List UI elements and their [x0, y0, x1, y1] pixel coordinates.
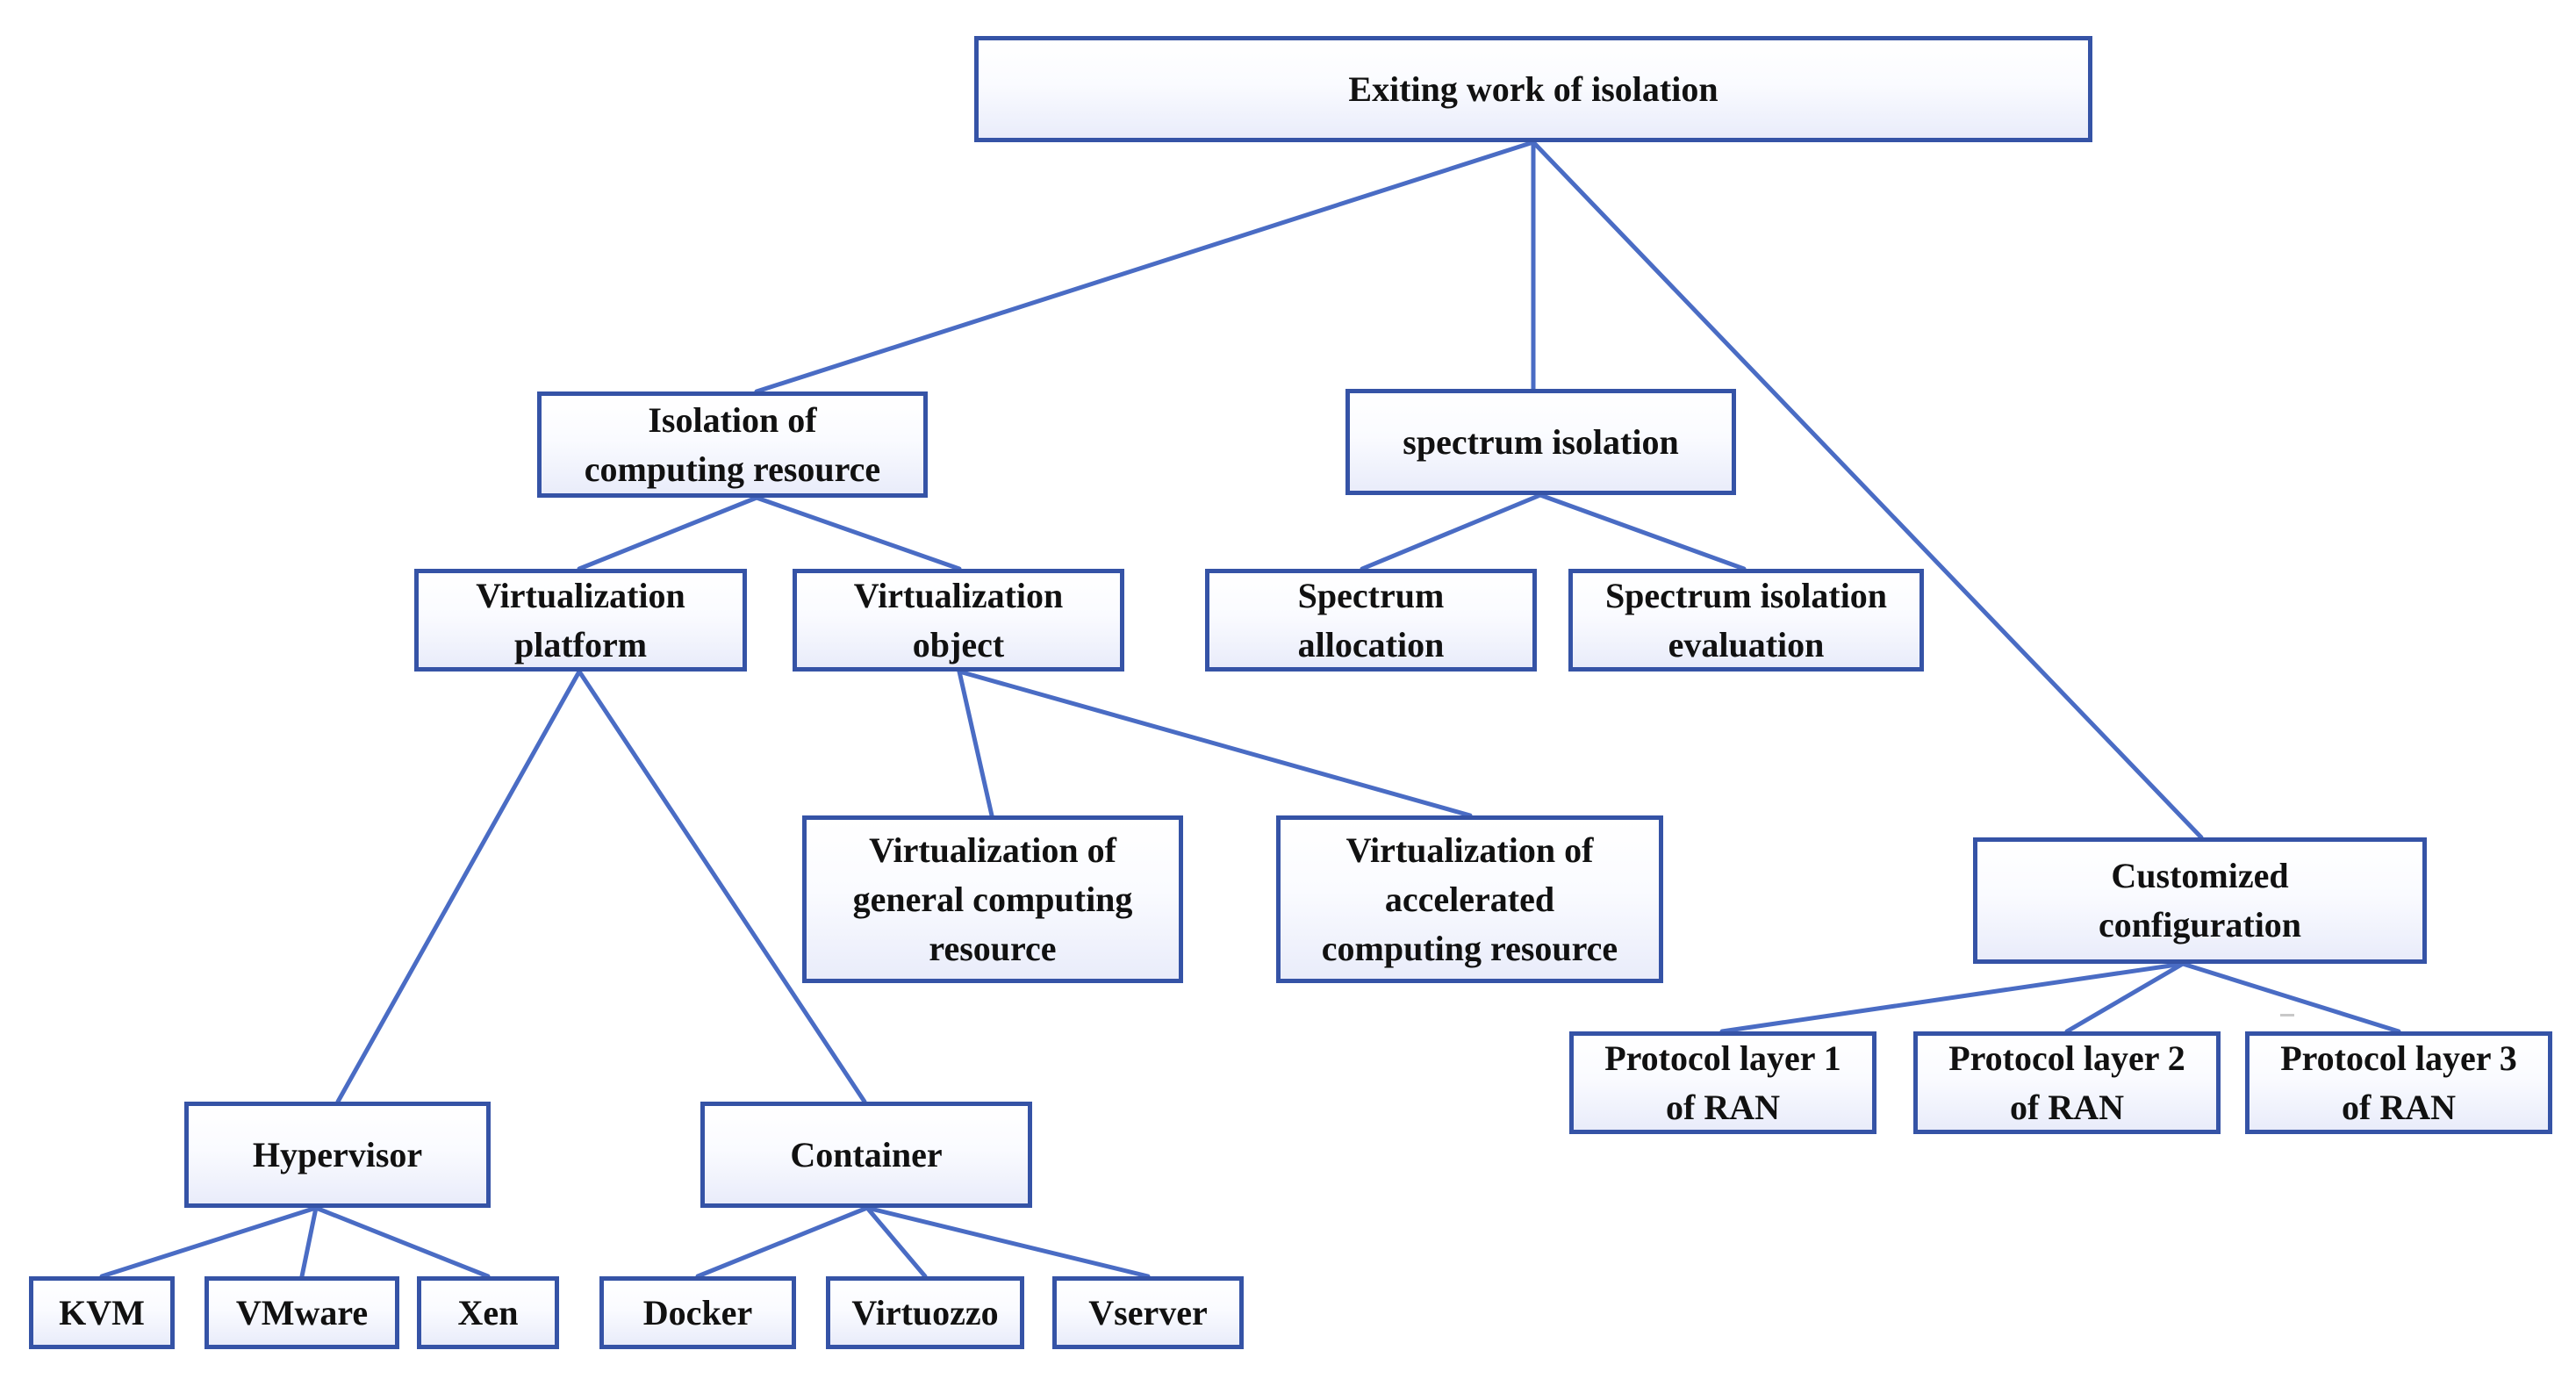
- edge-custom-layer2: [2064, 961, 2185, 1034]
- general-computing-label: Virtualization of general computing reso…: [852, 830, 1133, 968]
- hypervisor-node: Hypervisor: [184, 1102, 491, 1208]
- computing-resource-label: Isolation of computing resource: [584, 399, 881, 489]
- virtuozzo-label: Virtuozzo: [851, 1292, 999, 1332]
- spectrum-isolation-node: spectrum isolation: [1345, 389, 1736, 495]
- protocol-layer-2-label: Protocol layer 2 of RAN: [1948, 1038, 2185, 1127]
- spectrum-evaluation-node: Spectrum isolation evaluation: [1568, 569, 1924, 672]
- edge-platform-hypervisor: [335, 669, 582, 1104]
- stray-tick-mark: [2280, 1014, 2294, 1016]
- container-label: Container: [790, 1134, 943, 1174]
- protocol-layer-3-label: Protocol layer 3 of RAN: [2280, 1038, 2517, 1127]
- spectrum-allocation-node: Spectrum allocation: [1205, 569, 1537, 672]
- spectrum-isolation-label: spectrum isolation: [1403, 421, 1679, 462]
- virtualization-object-label: Virtualization object: [853, 575, 1064, 664]
- protocol-layer-2-node: Protocol layer 2 of RAN: [1913, 1031, 2221, 1134]
- kvm-node: KVM: [29, 1276, 175, 1349]
- edge-container-virtuozzo: [865, 1205, 928, 1279]
- edge-platform-container: [577, 669, 867, 1104]
- protocol-layer-1-label: Protocol layer 1 of RAN: [1604, 1038, 1841, 1127]
- kvm-label: KVM: [59, 1292, 145, 1332]
- edge-computing-object: [754, 495, 962, 571]
- edge-root-custom: [1531, 140, 2204, 840]
- edge-object-accelerated: [957, 669, 1473, 818]
- edge-hypervisor-xen: [313, 1205, 491, 1279]
- docker-label: Docker: [642, 1292, 753, 1332]
- edge-object-general: [957, 669, 994, 818]
- customized-configuration-label: Customized configuration: [2098, 856, 2302, 944]
- hypervisor-label: Hypervisor: [252, 1134, 423, 1174]
- docker-node: Docker: [599, 1276, 796, 1349]
- customized-configuration-node: Customized configuration: [1973, 837, 2427, 964]
- virtualization-platform-node: Virtualization platform: [414, 569, 747, 672]
- edge-spectrum-evaluation: [1538, 492, 1747, 571]
- accelerated-computing-label: Virtualization of accelerated computing …: [1321, 830, 1618, 968]
- edge-spectrum-allocation: [1360, 492, 1543, 571]
- accelerated-computing-node: Virtualization of accelerated computing …: [1276, 815, 1663, 983]
- container-node: Container: [700, 1102, 1032, 1208]
- computing-resource-node: Isolation of computing resource: [537, 391, 928, 498]
- xen-node: Xen: [417, 1276, 559, 1349]
- vserver-label: Vserver: [1088, 1292, 1208, 1332]
- edge-custom-layer3: [2180, 961, 2401, 1034]
- protocol-layer-1-node: Protocol layer 1 of RAN: [1569, 1031, 1876, 1134]
- root-label: Exiting work of isolation: [1348, 68, 1719, 109]
- edge-container-vserver: [865, 1205, 1151, 1279]
- edge-container-docker: [695, 1205, 870, 1279]
- virtuozzo-node: Virtuozzo: [826, 1276, 1024, 1349]
- edge-root-computing: [754, 140, 1536, 394]
- vmware-node: VMware: [205, 1276, 399, 1349]
- spectrum-evaluation-label: Spectrum isolation evaluation: [1604, 575, 1888, 664]
- edge-hypervisor-kvm: [99, 1205, 319, 1279]
- virtualization-platform-label: Virtualization platform: [476, 575, 685, 664]
- edge-computing-platform: [577, 495, 759, 571]
- virtualization-object-node: Virtualization object: [793, 569, 1124, 672]
- vserver-node: Vserver: [1052, 1276, 1244, 1349]
- root-node: Exiting work of isolation: [974, 36, 2092, 142]
- spectrum-allocation-label: Spectrum allocation: [1297, 575, 1445, 664]
- protocol-layer-3-node: Protocol layer 3 of RAN: [2245, 1031, 2552, 1134]
- edge-custom-layer1: [1719, 961, 2185, 1034]
- vmware-label: VMware: [235, 1292, 369, 1332]
- general-computing-node: Virtualization of general computing reso…: [802, 815, 1183, 983]
- xen-label: Xen: [457, 1292, 519, 1332]
- edge-hypervisor-vmware: [299, 1205, 319, 1279]
